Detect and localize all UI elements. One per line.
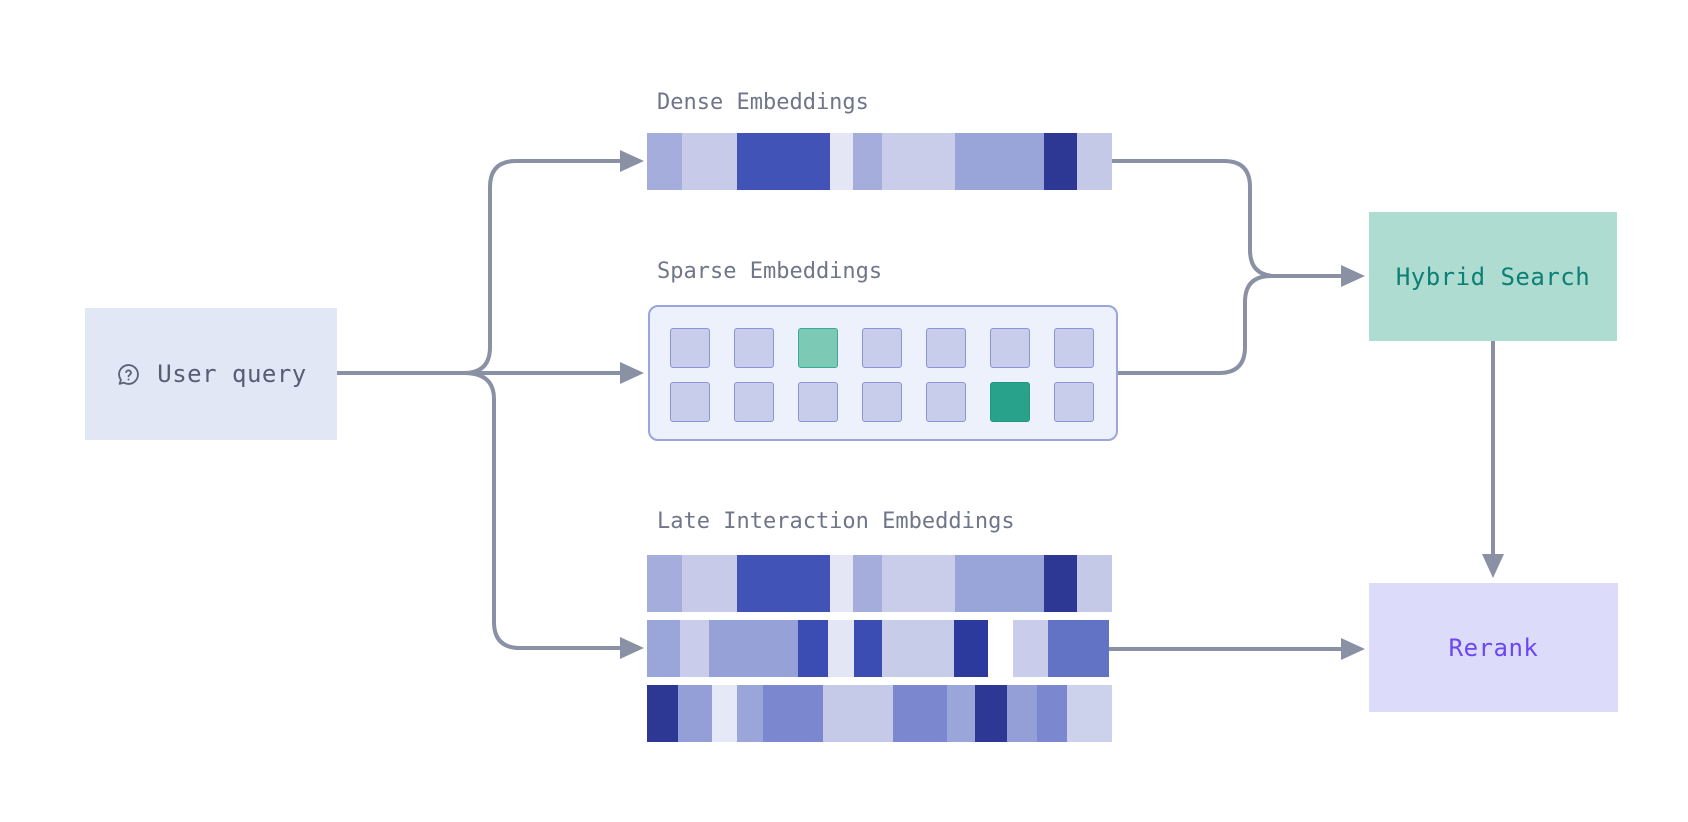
sparse-cell-default — [990, 328, 1030, 368]
embedding-segment — [763, 685, 823, 742]
sparse-cell-default — [670, 328, 710, 368]
sparse-embeddings-container — [648, 305, 1118, 441]
sparse-cell-default — [926, 328, 966, 368]
late-interaction-embeddings-label: Late Interaction Embeddings — [657, 509, 1015, 534]
chat-question-icon — [115, 361, 142, 388]
late-interaction-bar-2 — [647, 620, 1109, 677]
embedding-segment — [682, 555, 737, 612]
hybrid-search-label: Hybrid Search — [1395, 262, 1591, 291]
arrowhead-rerank-down — [1482, 554, 1504, 578]
sparse-cell-default — [862, 328, 902, 368]
dense-embedding-bar — [647, 133, 1112, 190]
embedding-segment — [1044, 555, 1077, 612]
sparse-cell-default — [670, 382, 710, 422]
embedding-segment — [828, 620, 854, 677]
arrowhead-hybrid — [1341, 265, 1365, 287]
embedding-segment — [1044, 133, 1077, 190]
embedding-segment — [1048, 620, 1109, 677]
embedding-segment — [882, 620, 954, 677]
embedding-segment — [798, 620, 828, 677]
sparse-cell-teal-dark — [990, 382, 1030, 422]
embedding-segment — [737, 685, 763, 742]
user-query-node: User query — [85, 308, 337, 440]
rerank-node: Rerank — [1369, 583, 1618, 712]
embedding-segment — [853, 555, 882, 612]
embedding-segment — [647, 685, 678, 742]
dense-to-hybrid-line — [1112, 159, 1341, 278]
sparse-cell-teal-light — [798, 328, 838, 368]
embedding-segment — [893, 685, 947, 742]
embedding-segment — [709, 620, 798, 677]
arrowhead-dense — [620, 150, 644, 172]
embedding-segment — [975, 685, 1007, 742]
embedding-segment — [854, 620, 882, 677]
embedding-segment — [830, 555, 853, 612]
late-interaction-bar-1 — [647, 555, 1112, 612]
embedding-segment — [1013, 620, 1048, 677]
embedding-segment — [1077, 133, 1112, 190]
sparse-cell-default — [926, 382, 966, 422]
embedding-segment — [954, 620, 988, 677]
hybrid-search-node: Hybrid Search — [1369, 212, 1617, 341]
embedding-segment — [882, 555, 955, 612]
user-query-to-dense-line — [463, 159, 620, 375]
late-interaction-bar-3 — [647, 685, 1112, 742]
embedding-segment — [823, 685, 893, 742]
sparse-to-hybrid-line — [1118, 274, 1341, 375]
arrowhead-late — [620, 637, 644, 659]
embedding-segment — [737, 555, 830, 612]
dense-embeddings-label: Dense Embeddings — [657, 90, 869, 115]
embedding-segment — [1067, 685, 1112, 742]
embedding-segment — [737, 133, 830, 190]
embedding-segment — [647, 555, 682, 612]
embedding-segment — [1007, 685, 1037, 742]
sparse-cell-default — [862, 382, 902, 422]
embedding-segment — [947, 685, 975, 742]
sparse-cell-default — [734, 328, 774, 368]
user-query-label: User query — [157, 360, 307, 388]
sparse-cell-default — [1054, 382, 1094, 422]
sparse-embeddings-label: Sparse Embeddings — [657, 259, 883, 284]
embedding-segment — [1077, 555, 1112, 612]
embedding-segment — [1037, 685, 1067, 742]
rerank-label: Rerank — [1448, 633, 1539, 662]
embedding-segment — [955, 555, 1044, 612]
embedding-segment — [712, 685, 737, 742]
embedding-segment — [682, 133, 737, 190]
embedding-segment — [955, 133, 1044, 190]
embedding-segment — [647, 133, 682, 190]
embedding-segment — [678, 685, 712, 742]
embedding-segment — [680, 620, 709, 677]
embedding-segment — [988, 620, 1013, 677]
arrowhead-sparse — [620, 362, 644, 384]
sparse-cell-default — [1054, 328, 1094, 368]
sparse-cell-default — [734, 382, 774, 422]
arrowhead-rerank-left — [1341, 638, 1365, 660]
embedding-segment — [853, 133, 882, 190]
embedding-segment — [882, 133, 955, 190]
user-query-to-late-line — [463, 371, 620, 650]
embedding-segment — [647, 620, 680, 677]
sparse-cell-default — [798, 382, 838, 422]
embedding-segment — [830, 133, 853, 190]
